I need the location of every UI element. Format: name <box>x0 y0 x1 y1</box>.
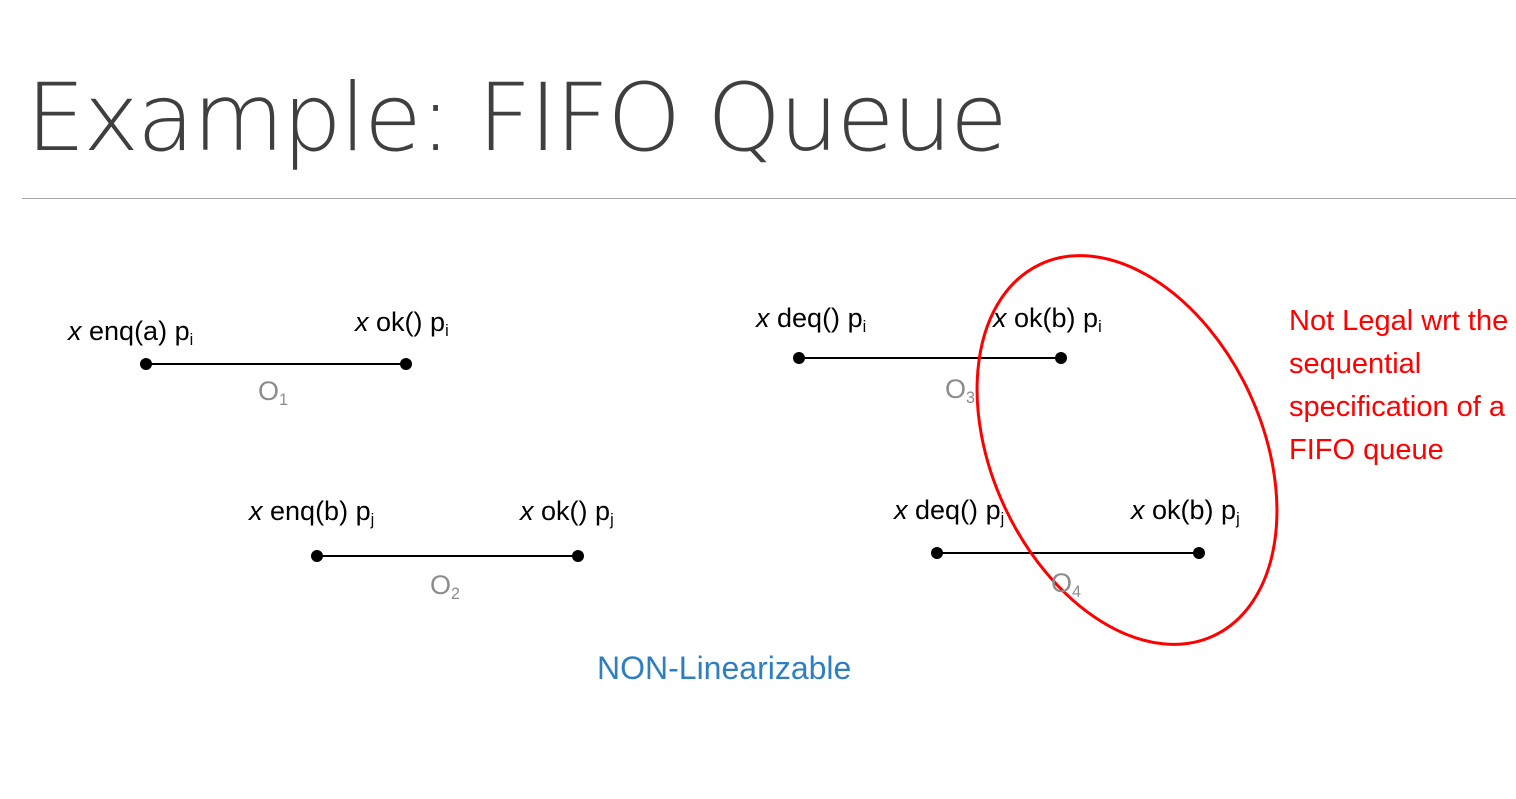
slide-title: Example: FIFO Queue <box>26 64 1008 173</box>
op1-invocation-dot <box>140 358 152 370</box>
highlight-ellipse <box>975 254 1279 646</box>
op2-name-label: O2 <box>430 570 461 603</box>
op4-invocation-dot <box>931 547 943 559</box>
op3-response-label: x ok(b) pi <box>993 303 1102 336</box>
verdict-label: NON-Linearizable <box>597 650 852 686</box>
op1-response-label: x ok() pi <box>355 307 449 340</box>
op2-invocation-label: x enq(b) pj <box>249 496 375 529</box>
op4-invocation-label: x deq() pj <box>894 495 1005 528</box>
op2-response-label: x ok() pj <box>520 496 614 529</box>
op2-invocation-dot <box>311 550 323 562</box>
op4-response-label: x ok(b) pj <box>1131 495 1240 528</box>
op1-response-dot <box>400 358 412 370</box>
op2-response-dot <box>572 550 584 562</box>
op4-name-label: O4 <box>1051 568 1082 601</box>
title-divider <box>22 198 1516 199</box>
op1-invocation-label: x enq(a) pi <box>68 316 194 349</box>
op3-response-dot <box>1055 352 1067 364</box>
op3-invocation-dot <box>793 352 805 364</box>
op1-name-label: O1 <box>258 376 289 409</box>
illegal-note: Not Legal wrt the sequential specificati… <box>1289 305 1509 466</box>
op3-invocation-label: x deq() pi <box>756 303 867 336</box>
op4-response-dot <box>1193 547 1205 559</box>
op3-name-label: O3 <box>945 374 976 407</box>
